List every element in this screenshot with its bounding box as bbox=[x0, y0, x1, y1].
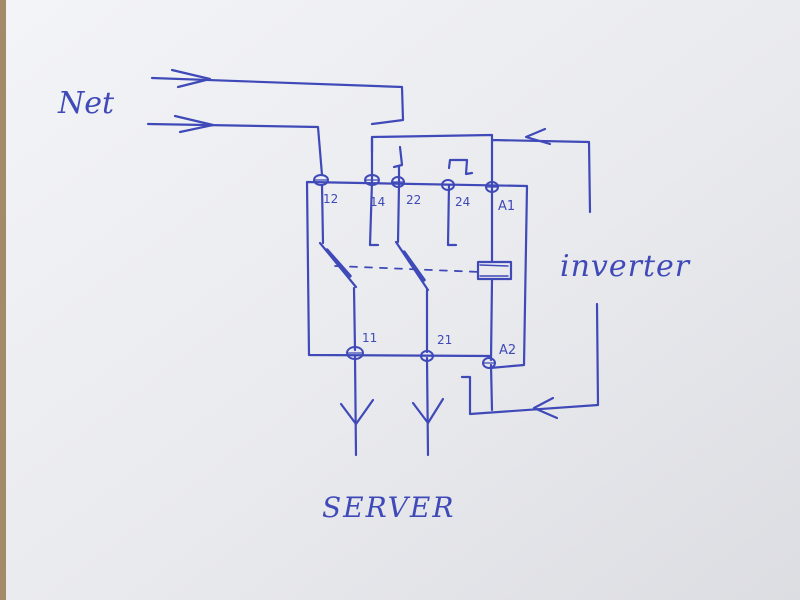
net-arrow-top bbox=[170, 68, 212, 89]
contact-24-stub bbox=[447, 158, 474, 176]
server-wire-1 bbox=[353, 354, 358, 457]
net-wire-top bbox=[150, 76, 405, 126]
contact-22-line bbox=[396, 164, 401, 244]
server-outputs bbox=[339, 354, 445, 457]
switch-blade-1-thick bbox=[325, 248, 352, 278]
contact-22-stub bbox=[392, 145, 404, 169]
switch-blade-2-thick bbox=[402, 250, 426, 282]
terminal-label-12: 12 bbox=[323, 192, 338, 206]
terminal-label-11: 11 bbox=[362, 331, 377, 345]
inverter-arrow-bottom bbox=[532, 396, 559, 420]
contact-group-2 bbox=[392, 145, 474, 354]
inverter-wire-bottom bbox=[460, 302, 600, 416]
relay-coil bbox=[476, 184, 513, 362]
terminal-label-21: 21 bbox=[437, 333, 452, 347]
terminal-14-icon bbox=[364, 174, 380, 186]
terminal-label-a2: A2 bbox=[499, 343, 516, 358]
terminal-12-icon bbox=[313, 174, 329, 186]
server-wire-2 bbox=[425, 356, 430, 457]
terminal-label-24: 24 bbox=[455, 195, 470, 209]
terminal-label-14: 14 bbox=[370, 195, 385, 209]
terminal-label-a1: A1 bbox=[498, 199, 515, 214]
contact-11-line bbox=[352, 286, 357, 352]
label-net: Net bbox=[57, 86, 115, 121]
mechanical-link bbox=[334, 265, 481, 273]
contact-24-line bbox=[446, 183, 458, 247]
server-arrow-2 bbox=[411, 397, 445, 425]
net-wire-bottom bbox=[146, 122, 324, 177]
label-server: SERVER bbox=[322, 491, 455, 524]
terminal-label-22: 22 bbox=[406, 193, 421, 207]
net-wires bbox=[146, 68, 405, 177]
inverter-wire-top bbox=[370, 133, 592, 214]
net-arrow-bottom bbox=[173, 114, 215, 134]
coil-wire bbox=[489, 184, 494, 362]
contact-12-line bbox=[320, 183, 325, 245]
coil-symbol bbox=[476, 260, 513, 281]
terminal-11-icon bbox=[346, 346, 364, 360]
a2-drop-wire bbox=[489, 363, 494, 412]
coil-hatch bbox=[479, 264, 509, 277]
inverter-arrow-top bbox=[524, 127, 552, 146]
label-inverter: inverter bbox=[560, 249, 691, 284]
terminals bbox=[313, 174, 499, 369]
server-arrow-1 bbox=[339, 398, 375, 426]
